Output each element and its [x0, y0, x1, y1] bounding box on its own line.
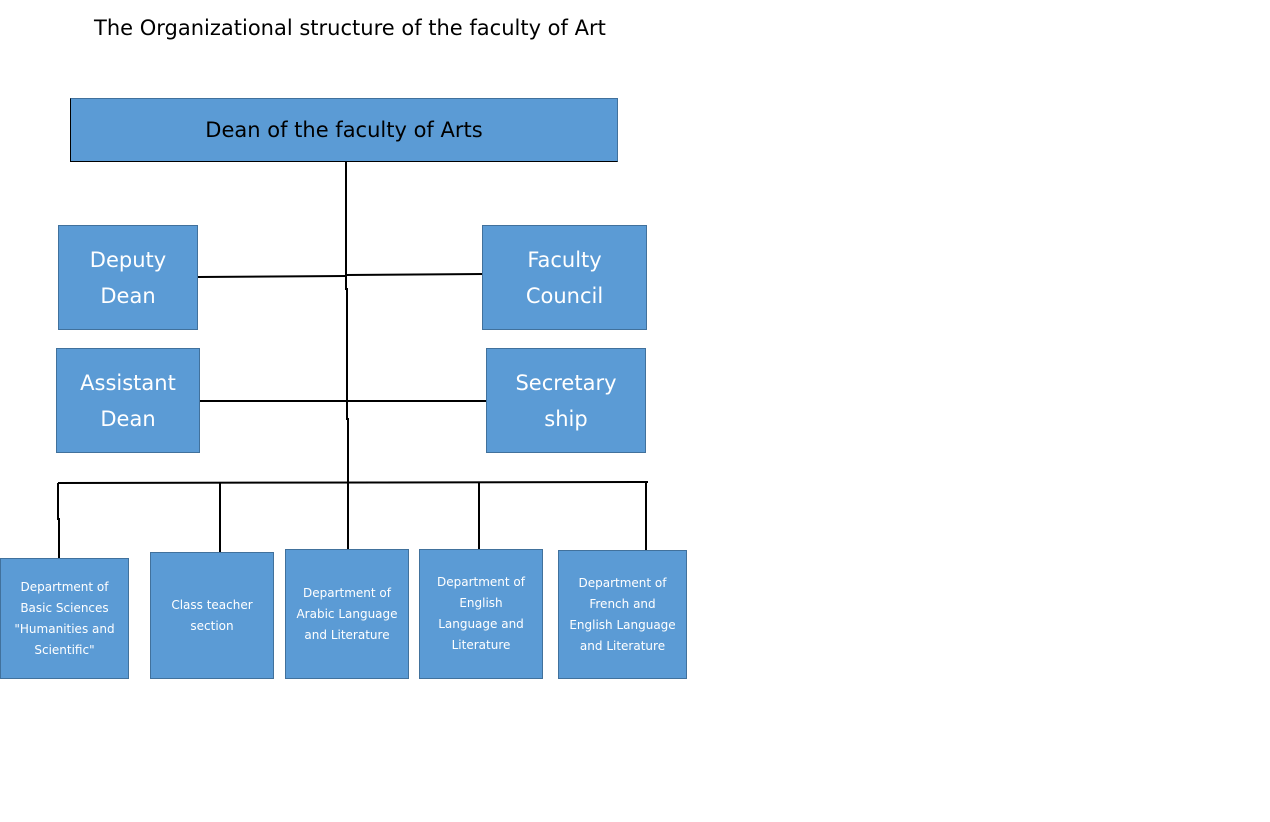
assistant-dean-label: Assistant Dean — [80, 370, 176, 431]
faculty-council-box: Faculty Council — [482, 225, 647, 330]
branch-line-council — [345, 273, 485, 276]
department-box-class-teacher: Class teacher section — [150, 552, 274, 679]
department-bus-line — [57, 481, 649, 484]
deputy-dean-label: Deputy Dean — [89, 247, 167, 308]
department-box-english: Department of English Language and Liter… — [419, 549, 543, 679]
department-label-french-english: Department of French and English Languag… — [569, 575, 676, 653]
department-box-french-english: Department of French and English Languag… — [558, 550, 687, 679]
secretaryship-box: Secretary ship — [486, 348, 646, 453]
dean-label: Dean of the faculty of Arts — [205, 118, 483, 142]
department-label-arabic: Department of Arabic Language and Litera… — [296, 585, 398, 642]
chart-title: The Organizational structure of the facu… — [94, 16, 606, 40]
assistant-dean-box: Assistant Dean — [56, 348, 200, 453]
department-label-class-teacher: Class teacher section — [171, 597, 253, 633]
department-box-basic-sciences: Department of Basic Sciences "Humanities… — [0, 558, 129, 679]
department-box-arabic: Department of Arabic Language and Litera… — [285, 549, 409, 679]
secretaryship-label: Secretary ship — [515, 370, 617, 431]
deputy-dean-box: Deputy Dean — [58, 225, 198, 330]
branch-line-deputy — [197, 275, 347, 278]
faculty-council-label: Faculty Council — [525, 247, 604, 308]
dean-box: Dean of the faculty of Arts — [70, 98, 618, 162]
department-label-english: Department of English Language and Liter… — [437, 575, 525, 652]
department-label-basic-sciences: Department of Basic Sciences "Humanities… — [14, 579, 115, 657]
